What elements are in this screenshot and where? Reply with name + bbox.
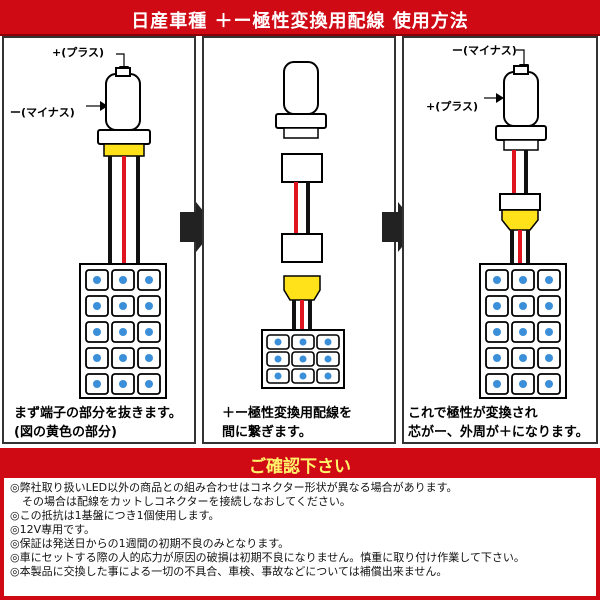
bulb-body — [105, 73, 141, 131]
panel-step-2: ＋ー極性変換用配線を 間に繋ぎます。 — [202, 36, 396, 444]
minus-pointer-line — [516, 49, 525, 66]
adapter-connector-top — [281, 153, 323, 183]
step-3-illustration: ー(マイナス) +(プラス) — [426, 44, 567, 399]
step-2-illustration — [261, 61, 345, 389]
bulb-body — [503, 71, 539, 127]
notice-line: ◎保証は発送日からの1週間の初期不良のみとなります。 — [10, 537, 290, 550]
notice-line: その場合は配線をカットしコネクターを接続しなおしてください。 — [22, 495, 351, 508]
notice-title: ご確認下さい — [249, 457, 351, 477]
yellow-terminal — [501, 209, 539, 231]
led-board — [79, 263, 167, 399]
panel-step-3: ー(マイナス) +(プラス) — [402, 36, 598, 444]
notice-line: ◎車にセットする際の人的応力が原因の破損は初期不良になりません。慎重に取り付け作… — [10, 551, 525, 564]
socket-flange — [97, 129, 151, 145]
minus-pointer-arrow-icon — [100, 101, 108, 111]
adapter-connector-bottom — [281, 233, 323, 263]
notice-line: ◎12V専用です。 — [10, 523, 96, 536]
socket-neck — [503, 139, 539, 151]
notice-section: ご確認下さい ◎弊社取り扱いLED以外の商品との組み合わせはコネクター形状が異な… — [0, 448, 600, 600]
step-2-caption-line-2: 間に繋ぎます。 — [222, 425, 312, 440]
step-3-caption-line-2: 芯がー、外周が＋になります。 — [408, 425, 589, 440]
notice-box: ◎弊社取り扱いLED以外の商品との組み合わせはコネクター形状が異なる場合がありま… — [4, 478, 596, 596]
minus-label: ー(マイナス) — [452, 44, 517, 57]
next-step-arrow-icon — [180, 202, 216, 252]
notice-line: ◎本製品に交換した事による一切の不具合、車検、事故などについては補償出来ません。 — [10, 565, 448, 578]
bulb-body — [283, 61, 319, 115]
step-1-caption-line-1: まず端子の部分を抜きます。 — [14, 406, 182, 421]
led-board — [261, 329, 345, 389]
notice-line: ◎この抵抗は1基盤につき1個使用します。 — [10, 509, 220, 522]
next-step-arrow-icon — [382, 202, 418, 252]
plus-pointer-arrow-icon — [496, 93, 504, 103]
step-1-caption-line-2: (図の黄色の部分) — [14, 425, 117, 440]
socket-flange — [495, 125, 547, 141]
bulb-tip — [115, 67, 131, 77]
step-3-caption-line-1: これで極性が変換され — [408, 406, 538, 421]
adapter-connector — [499, 193, 541, 211]
page-title: 日産車種 ＋ー極性変換用配線 使用方法 — [131, 11, 469, 32]
step-2-caption-line-1: ＋ー極性変換用配線を — [222, 406, 353, 421]
yellow-terminal — [103, 143, 145, 157]
step-1-illustration: +(プラス) ー(マイナス) — [10, 45, 167, 399]
diagram-area: +(プラス) ー(マイナス) — [0, 36, 600, 446]
yellow-terminal — [283, 275, 321, 301]
led-board — [479, 263, 567, 399]
socket-flange — [275, 113, 327, 129]
socket-neck — [283, 127, 319, 139]
plus-pointer-line — [116, 53, 125, 68]
panel-step-1: +(プラス) ー(マイナス) — [2, 36, 196, 444]
plus-label: +(プラス) — [52, 45, 104, 59]
notice-line: ◎弊社取り扱いLED以外の商品との組み合わせはコネクター形状が異なる場合がありま… — [10, 481, 458, 494]
minus-label: ー(マイナス) — [10, 106, 75, 119]
header-bar: 日産車種 ＋ー極性変換用配線 使用方法 — [0, 0, 600, 36]
plus-label: +(プラス) — [426, 99, 478, 113]
bulb-tip — [513, 65, 529, 75]
